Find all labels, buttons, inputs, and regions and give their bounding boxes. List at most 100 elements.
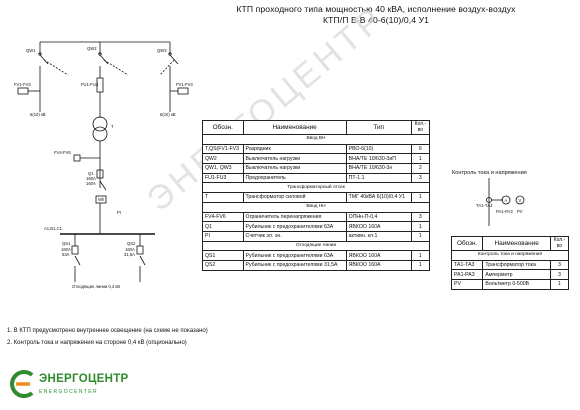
page-subtitle: КТП/П В-В 40-6(10)/0,4 У1	[322, 15, 430, 25]
equipment-section-row: Трансформаторный отсек	[202, 182, 430, 194]
equipment-cell: QS2	[202, 259, 244, 271]
equipment-cell: Рубильник с предохранителями 63А	[242, 221, 347, 232]
qs1-label: QS1	[62, 241, 71, 246]
col-qty: Кол.-во	[410, 120, 431, 135]
interlock-right	[159, 59, 175, 76]
qs2-blade	[139, 255, 146, 266]
note-1: 1. В КТП предусмотрено внутреннее освеще…	[7, 328, 208, 334]
qs1-rating-a: 160А	[61, 247, 71, 252]
equipment-cell: ТМГ 40кВА 6(10)/0,4 У1	[345, 192, 412, 203]
col-name: Наименование	[242, 120, 347, 135]
control-cell: Вольтметр 0-500В	[482, 279, 551, 290]
equipment-cell: 1	[410, 230, 431, 242]
qw3-label: QW3	[157, 48, 167, 53]
control-cell: 1	[549, 279, 570, 290]
logo-name: ЭНЕРГОЦЕНТР	[39, 373, 129, 385]
qw1-label: QW1	[26, 48, 36, 53]
equipment-section-title: Ввод НН	[202, 201, 430, 213]
interlock-center	[103, 59, 129, 76]
equipment-cell: FV4-FV6	[202, 211, 244, 223]
equipment-section-row: Ввод ВН	[202, 134, 430, 145]
equipment-section-row: Ввод НН	[202, 201, 430, 213]
pi-label: PI	[117, 210, 121, 215]
interlock-left	[43, 59, 69, 76]
control-cell: 3	[549, 269, 570, 281]
logo-mark-icon	[10, 370, 34, 398]
bus-label: A1,B1,C1	[44, 226, 62, 231]
t-label: T	[111, 124, 114, 129]
control-title: Контроль тока и напряжения	[452, 170, 527, 176]
equipment-cell: РВО-6(10)	[345, 143, 412, 155]
ammeter-symbol	[501, 195, 511, 205]
equipment-cell: 1	[410, 192, 431, 203]
q1-label: Q1	[88, 171, 94, 176]
hv-right-label: 6(10) кВ	[160, 112, 176, 117]
voltmeter-symbol	[515, 195, 525, 205]
equipment-cell: 6	[410, 143, 431, 155]
q1-rating: 160А	[86, 176, 96, 181]
control-cell: Трансформатор тока	[482, 259, 551, 271]
qw3-blade	[169, 54, 179, 65]
equipment-cell: активн. кл.1	[345, 230, 412, 242]
wh-label: Wh	[98, 197, 105, 202]
equipment-table-header: Обозн. Наименование Тип Кол.-во	[202, 120, 431, 135]
ta-label: ТА1-ТА3	[476, 203, 493, 208]
equipment-cell: Выключатель нагрузки	[242, 153, 347, 165]
equipment-cell: Т,QS(FV1-FV3	[202, 143, 244, 155]
equipment-cell: ПТ-1.1	[345, 172, 412, 184]
equipment-cell: PI	[202, 230, 244, 242]
qs1-rating-b: 63А	[62, 252, 70, 257]
logo-subtitle: ENERGOCENTER	[39, 389, 99, 395]
equipment-cell: QW1, QW3	[202, 163, 244, 174]
equipment-cell: 2	[410, 163, 431, 174]
equipment-cell: QS1	[202, 250, 244, 261]
control-section-row: Контроль тока и напряжения	[451, 250, 569, 261]
control-cell: ТА1-ТА3	[450, 259, 484, 271]
control-table-header: Обозн. Наименование Кол.-во	[450, 236, 570, 251]
transformer-winding-hv	[92, 116, 108, 132]
control-table: Обозн. Наименование Кол.-во Контроль ток…	[450, 236, 570, 290]
equipment-cell: Ограничитель перенапряжения	[242, 211, 347, 223]
wh-meter	[95, 195, 107, 204]
note-2: 2. Контроль тока и напряжения на стороне…	[7, 340, 187, 346]
equipment-cell: 1	[410, 250, 431, 261]
company-logo: ЭНЕРГОЦЕНТР ENERGOCENTER	[8, 367, 148, 403]
qw1-blade	[39, 54, 49, 65]
ctrl-col-designation: Обозн.	[450, 236, 484, 251]
ctrl-col-name: Наименование	[482, 236, 551, 251]
qs2-rating-b: 31,5А	[124, 252, 135, 257]
control-cell: РА1-РА3	[450, 269, 484, 281]
equipment-cell: Предохранитель	[242, 172, 347, 184]
qs2-rating-a: 160А	[125, 247, 135, 252]
control-cell: Амперметр	[482, 269, 551, 281]
equipment-cell: 1	[410, 259, 431, 271]
equipment-cell: 1	[410, 153, 431, 165]
equipment-cell: ЯВКОО 160А	[345, 221, 412, 232]
control-cell: 3	[549, 259, 570, 271]
equipment-cell: Рубильник с предохранителями 63А	[242, 250, 347, 261]
equipment-cell: Разрядник	[242, 143, 347, 155]
equipment-section-title: Трансформаторный отсек	[202, 182, 430, 194]
qs1-fuse	[71, 245, 79, 255]
equipment-cell: QW2	[202, 153, 244, 165]
page-title: КТП проходного типа мощностью 40 кВА, ис…	[236, 4, 516, 14]
col-designation: Обозн.	[202, 120, 244, 135]
fv-left-label: FV1-FV3	[14, 82, 31, 87]
equipment-cell: 3	[410, 211, 431, 223]
equipment-cell: Выключатель нагрузки	[242, 163, 347, 174]
equipment-cell: ЯВКОО 160А	[345, 259, 412, 271]
control-section-title: Контроль тока и напряжения	[451, 250, 569, 261]
voltmeter-letter: V	[518, 197, 522, 203]
ammeter-letter: A	[504, 197, 508, 203]
